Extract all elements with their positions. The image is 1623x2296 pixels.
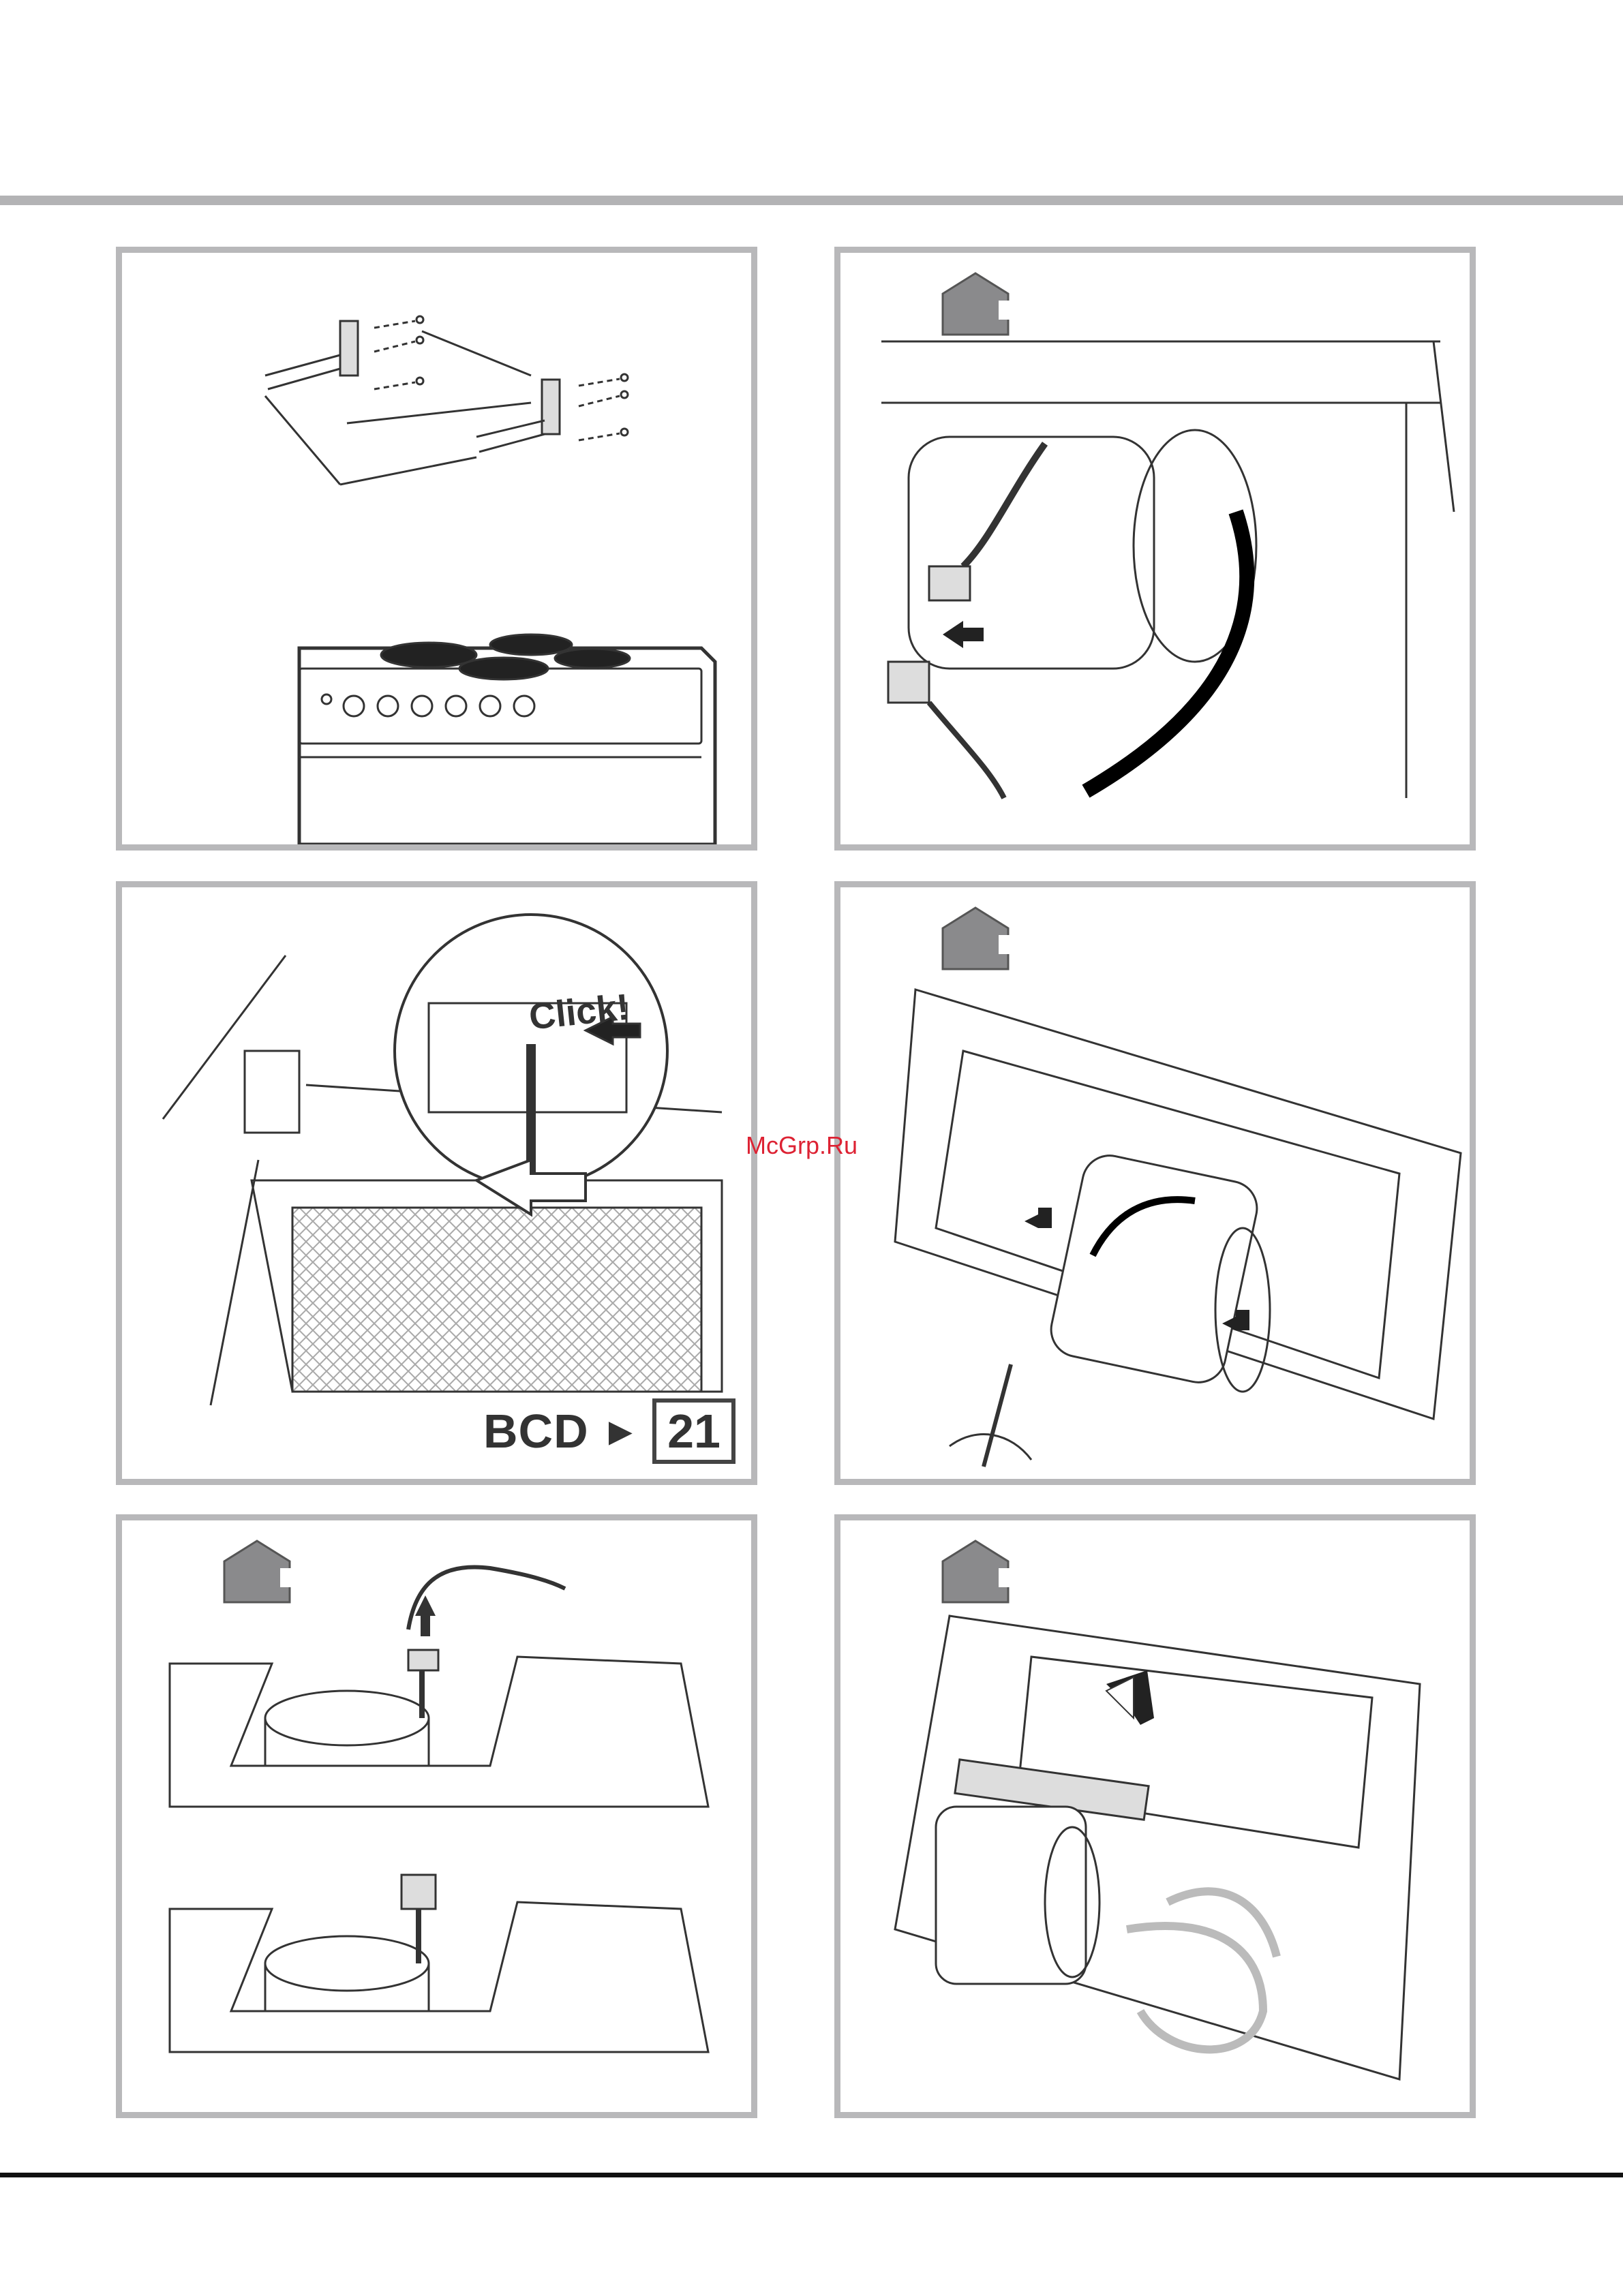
top-rule: [0, 196, 1623, 205]
wall-mount-screws-diagram: [122, 253, 751, 844]
panel-motor-unscrew: [834, 881, 1476, 1485]
panel-motor-removal: [834, 1514, 1476, 2118]
duct-power-plug-diagram: [122, 1520, 751, 2112]
watermark: McGrp.Ru: [746, 1131, 858, 1160]
house-ducted-icon: [943, 1541, 1012, 1602]
arrow-right-icon: ►: [601, 1409, 640, 1454]
panel-motor-connector: [834, 247, 1476, 851]
filter-click-diagram: [122, 887, 751, 1479]
bottom-rule: [0, 2173, 1623, 2177]
house-ducted-icon: [943, 273, 1012, 335]
panel-wall-mount: [116, 247, 757, 851]
page-reference: BCD ► 21: [483, 1398, 735, 1464]
ref-page-number: 21: [652, 1398, 735, 1464]
motor-unscrew-diagram: [840, 887, 1470, 1479]
ref-text: BCD: [483, 1404, 589, 1458]
motor-connector-diagram: [840, 253, 1470, 844]
panel-filter-click: Click! BCD ► 21: [116, 881, 757, 1485]
motor-removal-diagram: [840, 1520, 1470, 2112]
house-ducted-icon: [224, 1541, 294, 1602]
house-ducted-icon: [943, 908, 1012, 969]
panel-duct-plug: [116, 1514, 757, 2118]
